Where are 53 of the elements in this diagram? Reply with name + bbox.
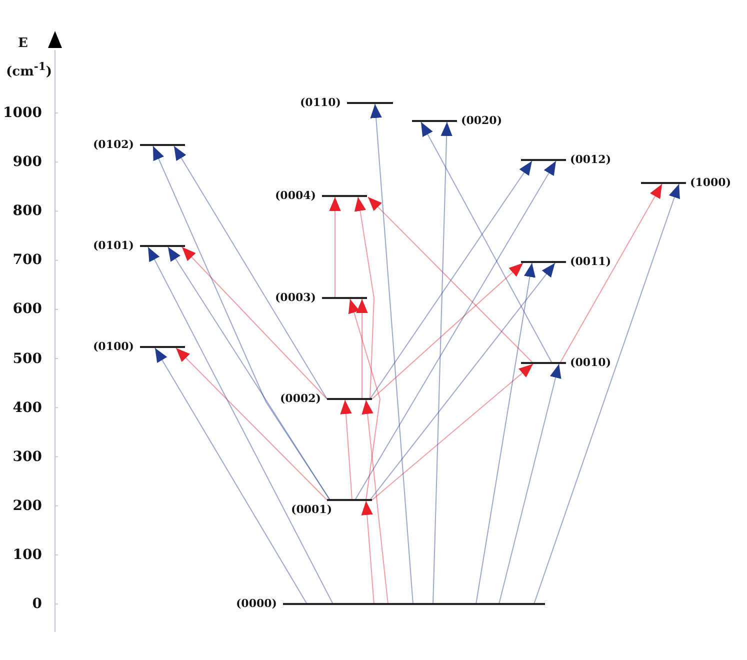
level-label: (0004) [274,188,316,204]
arrow [372,262,524,400]
arrow [174,146,328,400]
level-label: (0020) [461,113,502,129]
tick-label: 1000 [3,104,42,122]
arrow [370,104,414,604]
arrow [348,298,381,500]
tick-label: 100 [12,546,42,564]
level-label: (0101) [92,238,134,254]
tick-label: 900 [12,153,42,172]
arrow [152,146,330,500]
level-label: (0110) [300,95,341,111]
level-label: (0100) [92,339,134,355]
tick-label: 700 [12,251,42,270]
arrow [420,122,552,364]
arrow [370,160,532,400]
arrow [354,160,556,500]
arrow [372,364,534,500]
arrow [354,196,374,400]
arrow [498,364,562,604]
arrow [432,122,452,604]
level-label: (0003) [274,290,316,306]
level-label: (0102) [92,137,134,153]
arrow [370,262,556,500]
axis-unit: (cm$^{-1}$) [6,60,52,80]
tick-label: 600 [12,300,42,318]
level-label: (0011) [570,254,612,270]
level-label: (0000) [236,596,277,612]
arrow [148,246,334,604]
arrow [362,400,388,604]
tick-label: 300 [12,448,42,466]
arrow [361,500,374,604]
arrow [176,348,328,500]
arrow [182,246,328,400]
tick-label: 800 [12,202,42,220]
tick-label: 0 [32,595,42,613]
tick-label: 400 [12,398,42,417]
arrow [476,262,536,604]
level-label: (0002) [280,391,321,407]
arrow [560,184,662,364]
tick-label: 500 [12,350,42,368]
level-label: (0010) [570,355,612,371]
level-label: (1000) [690,175,732,191]
arrow [534,184,680,604]
arrow [368,196,534,364]
tick-label: 200 [12,496,42,515]
arrow [356,298,368,400]
arrow [154,348,308,604]
arrow [340,400,352,500]
level-label: (0001) [291,502,332,518]
axis-title: E [18,36,28,51]
level-label: (0012) [570,152,612,168]
arrow [329,196,341,298]
